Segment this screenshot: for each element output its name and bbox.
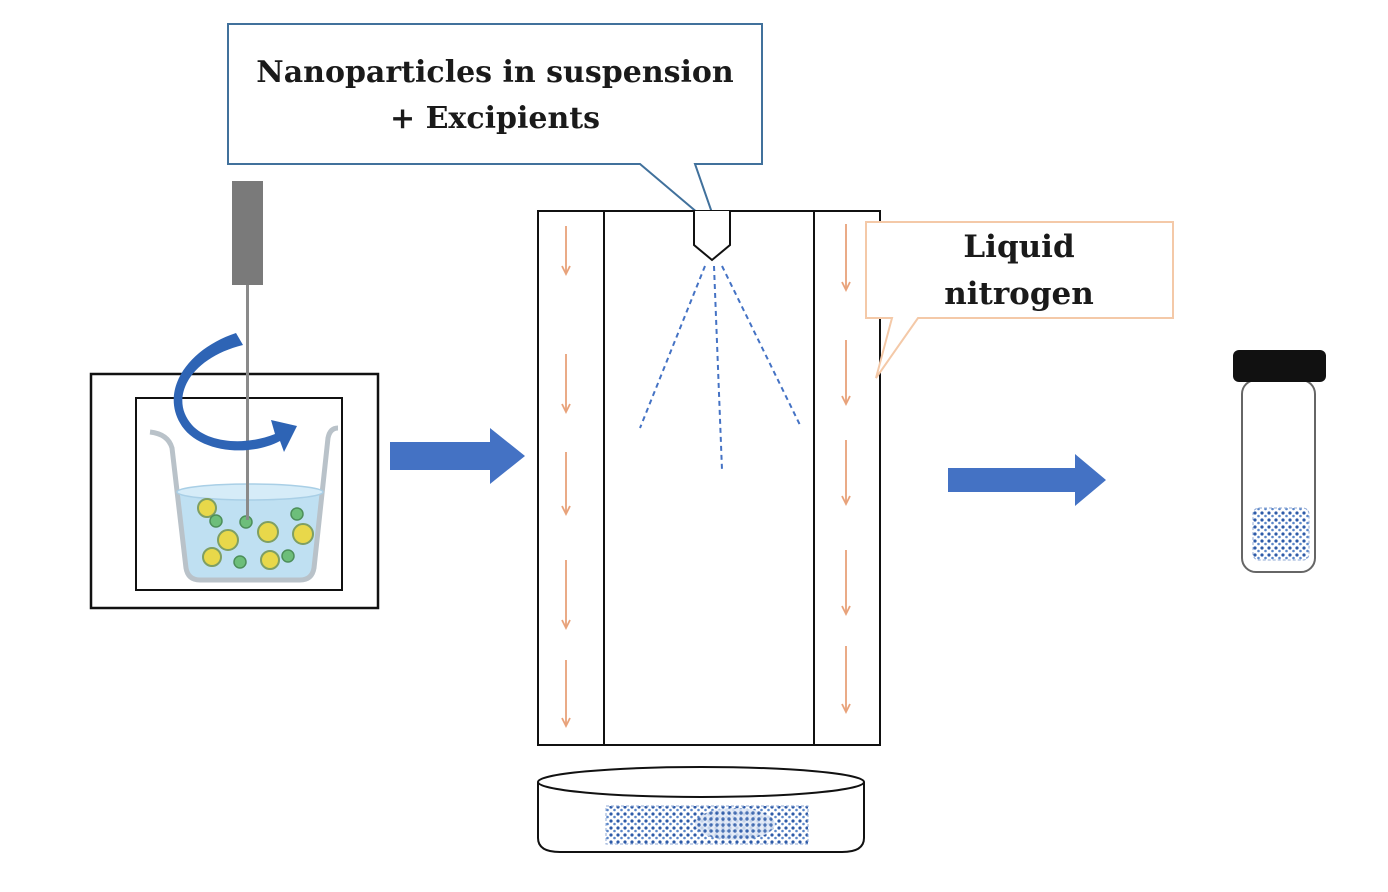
suspension-callout-line1: Nanoparticles in suspension [256, 55, 734, 90]
petri-dish-icon [537, 766, 865, 853]
nanoparticle-large [197, 498, 217, 518]
nanoparticle-large [292, 523, 314, 545]
magnetic-stirrer-icon [89, 181, 380, 610]
nitrogen-callout-line2: nitrogen [944, 276, 1094, 312]
nanoparticle-small [209, 514, 223, 528]
suspension-callout-box [227, 23, 763, 234]
stirrer-motor-head [232, 181, 263, 285]
spray-nozzle-icon [693, 211, 731, 262]
column-outer-wall [537, 210, 881, 746]
beaker-icon [149, 425, 339, 583]
spray-cone [639, 265, 801, 471]
nanoparticle-large [257, 521, 279, 543]
petri-dish-rim [537, 766, 865, 798]
nitrogen-callout-line1: Liquid [963, 229, 1074, 265]
spray-freezing-column [537, 210, 881, 746]
nanoparticle-small [281, 549, 295, 563]
frozen-powder-dense [695, 808, 775, 840]
nanoparticle-large [260, 550, 280, 570]
nitrogen-callout-box [865, 221, 1174, 379]
nitrogen-callout: Liquid nitrogen [865, 221, 1174, 379]
vial-powder [1252, 507, 1310, 561]
nitrogen-flow-left [561, 226, 571, 729]
spray-line [713, 265, 723, 471]
vial-cap [1233, 350, 1326, 382]
rotation-arrow-icon [173, 333, 297, 452]
suspension-callout: Nanoparticles in suspension + Excipients [227, 23, 763, 234]
process-arrow-icon [948, 454, 1106, 506]
spray-line [721, 265, 801, 426]
suspension-callout-line2: + Excipients [390, 101, 600, 136]
liquid-surface [176, 483, 324, 501]
nanoparticle-small [290, 507, 304, 521]
nitrogen-flow-right [841, 224, 851, 715]
nanoparticle-small [233, 555, 247, 569]
spray-line [639, 265, 706, 429]
vial-icon [1233, 350, 1326, 573]
beaker-glass [149, 425, 339, 583]
nanoparticle-large [202, 547, 222, 567]
nanoparticles [197, 498, 314, 570]
nanoparticle-large [217, 529, 239, 551]
process-arrow-icon [390, 428, 525, 484]
